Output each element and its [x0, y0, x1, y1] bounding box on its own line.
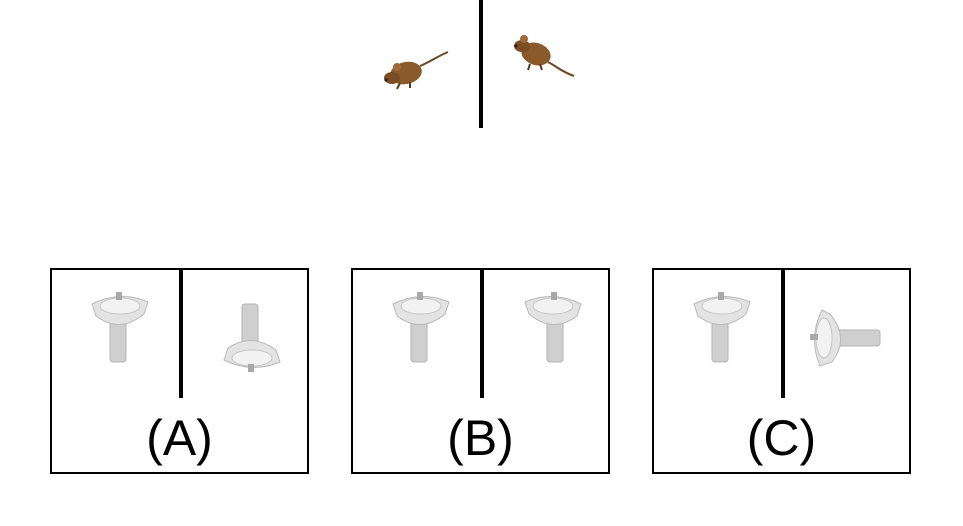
option-c-label: (C) — [746, 410, 817, 466]
option-c[interactable]: (C) — [652, 268, 911, 474]
sink-upright-icon — [389, 286, 453, 364]
reference-pair — [370, 0, 590, 130]
option-a[interactable]: (A) — [50, 268, 309, 474]
sink-inverted-icon — [220, 302, 284, 382]
option-c-divider — [781, 270, 785, 398]
sink-mirrored-icon — [521, 286, 585, 364]
sink-rotated-icon — [804, 306, 884, 370]
option-a-label: (A) — [146, 410, 213, 466]
reference-divider — [479, 0, 483, 128]
option-b-divider — [480, 270, 484, 398]
mouse-left-icon — [380, 48, 452, 92]
sink-upright-icon — [690, 286, 754, 364]
option-b-label: (B) — [447, 410, 514, 466]
mouse-right-icon — [512, 34, 582, 80]
option-a-divider — [179, 270, 183, 398]
option-b[interactable]: (B) — [351, 268, 610, 474]
sink-upright-icon — [88, 286, 152, 364]
